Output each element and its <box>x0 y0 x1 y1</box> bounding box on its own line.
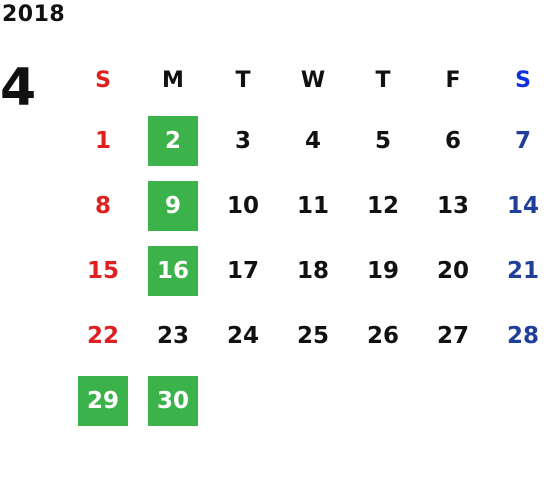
day-number: 4 <box>304 127 321 154</box>
weekday-header-mon: M <box>162 68 184 93</box>
day-cell[interactable]: 14 <box>488 173 548 238</box>
weekday-header-wed: W <box>300 68 326 93</box>
day-cell[interactable]: 20 <box>418 238 488 303</box>
day-cell[interactable]: 24 <box>208 303 278 368</box>
day-number: 22 <box>86 322 119 349</box>
day-cell[interactable]: 12 <box>348 173 418 238</box>
day-cell <box>348 368 418 433</box>
day-number: 21 <box>506 257 539 284</box>
day-number: 5 <box>374 127 391 154</box>
day-cell[interactable]: 11 <box>278 173 348 238</box>
day-cell <box>208 368 278 433</box>
day-cell[interactable]: 2 <box>138 108 208 173</box>
day-cell[interactable]: 26 <box>348 303 418 368</box>
day-cell[interactable]: 16 <box>138 238 208 303</box>
day-number: 16 <box>148 245 198 296</box>
day-cell[interactable]: 30 <box>138 368 208 433</box>
month-label: 4 <box>0 58 37 118</box>
day-cell[interactable]: 6 <box>418 108 488 173</box>
day-number: 26 <box>366 322 399 349</box>
day-number: 8 <box>94 192 111 219</box>
day-number: 30 <box>148 375 198 426</box>
day-cell[interactable]: 18 <box>278 238 348 303</box>
day-number: 29 <box>78 375 128 426</box>
weekday-header-tue: T <box>235 68 251 93</box>
day-number: 13 <box>436 192 469 219</box>
day-cell[interactable]: 9 <box>138 173 208 238</box>
day-cell[interactable]: 10 <box>208 173 278 238</box>
day-number: 15 <box>86 257 119 284</box>
day-cell[interactable]: 4 <box>278 108 348 173</box>
day-number: 9 <box>148 180 198 231</box>
day-cell[interactable]: 7 <box>488 108 548 173</box>
day-number <box>288 376 338 426</box>
day-cell[interactable]: 13 <box>418 173 488 238</box>
day-cell <box>488 368 548 433</box>
day-cell[interactable]: 3 <box>208 108 278 173</box>
day-cell[interactable]: 8 <box>68 173 138 238</box>
day-cell <box>418 368 488 433</box>
day-cell[interactable]: 28 <box>488 303 548 368</box>
day-cell[interactable]: 17 <box>208 238 278 303</box>
weekday-header-sat: S <box>515 68 531 93</box>
year-label: 2018 <box>2 2 66 27</box>
day-cell[interactable]: 22 <box>68 303 138 368</box>
day-number: 2 <box>148 115 198 166</box>
day-number <box>428 376 478 426</box>
weekday-header-fri: F <box>445 68 461 93</box>
day-number: 6 <box>444 127 461 154</box>
day-cell[interactable]: 15 <box>68 238 138 303</box>
day-number <box>498 376 548 426</box>
day-number: 17 <box>226 257 259 284</box>
day-number: 1 <box>94 127 111 154</box>
day-number: 3 <box>234 127 251 154</box>
day-cell[interactable]: 29 <box>68 368 138 433</box>
day-cell[interactable]: 27 <box>418 303 488 368</box>
weekday-header-sun: S <box>95 68 111 93</box>
day-cell[interactable]: 5 <box>348 108 418 173</box>
day-cell[interactable]: 25 <box>278 303 348 368</box>
day-number: 7 <box>514 127 531 154</box>
day-cell[interactable]: 23 <box>138 303 208 368</box>
day-cell[interactable]: 1 <box>68 108 138 173</box>
day-number: 12 <box>366 192 399 219</box>
day-number: 20 <box>436 257 469 284</box>
day-cell[interactable]: 19 <box>348 238 418 303</box>
day-number: 28 <box>506 322 539 349</box>
day-number <box>218 376 268 426</box>
day-number: 19 <box>366 257 399 284</box>
day-cell[interactable]: 21 <box>488 238 548 303</box>
weekday-header-thu: T <box>375 68 391 93</box>
day-number: 27 <box>436 322 469 349</box>
day-cell <box>278 368 348 433</box>
day-number: 23 <box>156 322 189 349</box>
day-number: 18 <box>296 257 329 284</box>
day-number <box>358 376 408 426</box>
day-number: 24 <box>226 322 259 349</box>
day-number: 25 <box>296 322 329 349</box>
day-number: 14 <box>506 192 539 219</box>
day-number: 11 <box>296 192 329 219</box>
day-number: 10 <box>226 192 259 219</box>
